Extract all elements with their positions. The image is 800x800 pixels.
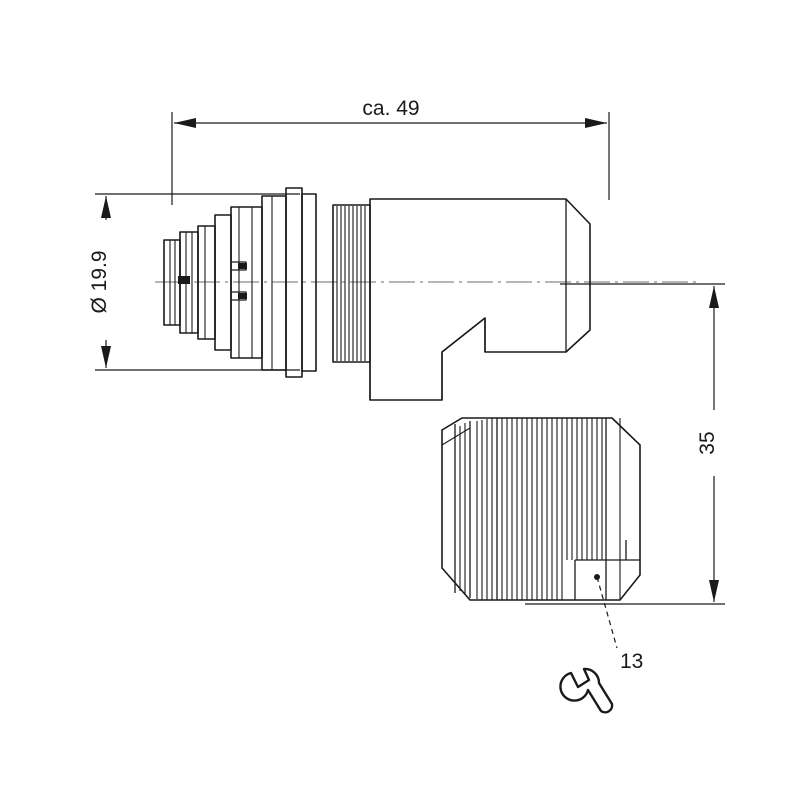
dimension-label-overall-length: ca. 49	[362, 97, 419, 120]
arrowhead-right	[585, 118, 607, 128]
sleeve-section-c	[261, 195, 287, 371]
arrowhead-top	[101, 196, 111, 218]
dimension-label-connector-diameter: Ø 19.9	[88, 250, 111, 313]
keyway-notch	[178, 276, 190, 284]
dimension-label-wrench-size: 13	[620, 650, 643, 673]
knurl-ribs-front	[336, 206, 366, 361]
arrowhead-left	[174, 118, 196, 128]
latch-upper-fill	[238, 263, 247, 269]
sleeve-section-d	[285, 187, 303, 378]
gland-chamfer	[441, 417, 471, 446]
dimension-overall-height: 35	[525, 283, 728, 605]
label-backdrop	[340, 96, 442, 120]
label-backdrop	[93, 220, 119, 340]
label-backdrop	[700, 410, 728, 476]
dimension-overall-length: ca. 49	[171, 96, 610, 205]
dimension-label-overall-height: 35	[696, 431, 719, 454]
dimension-wrench-size: 13	[559, 574, 643, 714]
knurl-ribs-gland	[459, 418, 603, 600]
cable-gland-body	[441, 417, 641, 601]
coupling-sleeve	[214, 187, 317, 378]
wrench-outline	[559, 667, 614, 714]
arrowhead-bottom	[101, 346, 111, 368]
gland-flat-face	[574, 559, 640, 600]
open-end-wrench-icon	[559, 667, 614, 714]
arrowhead-top	[709, 286, 719, 308]
connector-body	[163, 187, 641, 601]
latch-lower-fill	[238, 293, 247, 299]
dimension-connector-diameter: Ø 19.9	[88, 193, 300, 371]
housing-inner-bend	[441, 317, 486, 400]
elbow-housing	[369, 198, 591, 401]
sleeve-section-e	[301, 193, 317, 372]
leader-line	[596, 576, 618, 649]
leader-dot	[594, 574, 600, 580]
arrowhead-bottom	[709, 580, 719, 602]
